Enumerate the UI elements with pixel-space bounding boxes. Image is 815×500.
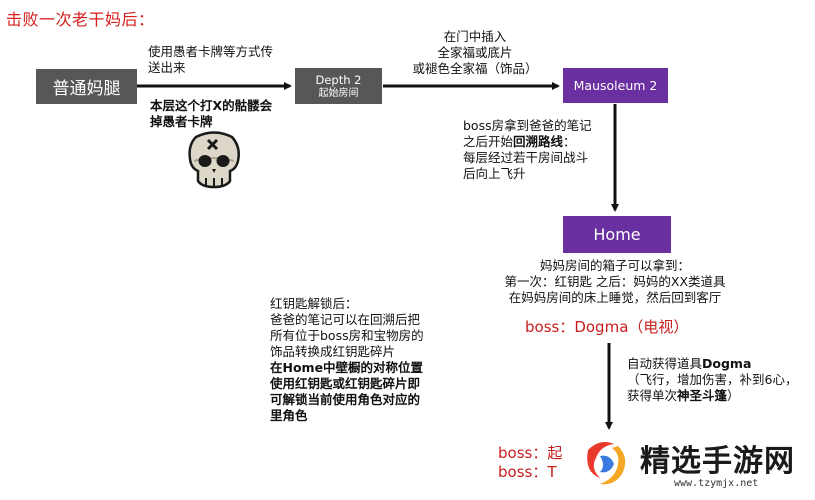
edge-label-depth-to-mausoleum: 在门中插入 全家福或底片 或褪色全家福（饰品）: [400, 29, 550, 77]
auto-item-line: （飞行，增加伤害，补到6心，: [627, 372, 798, 387]
red-key-line: 里角色: [270, 408, 308, 423]
edge-label-line: 在门中插入: [443, 29, 507, 44]
home-note-line: 妈妈房间的箱子可以拿到：: [539, 258, 690, 273]
node-depth2-label: Depth 2: [315, 72, 362, 87]
boss-route-note: boss房拿到爸爸的笔记 之后开始回溯路线： 每层经过若干房间战斗 后向上飞升: [463, 118, 592, 182]
edge-label-line: 或褪色全家福（饰品）: [412, 61, 538, 76]
home-note-line: 在妈妈房间的床上睡觉，然后回到客厅: [508, 290, 722, 305]
edge-label-line: 使用愚者卡牌等方式传: [148, 44, 274, 59]
edge-label-line: 送出来: [148, 60, 186, 75]
boss-route-text: 之后开始: [463, 134, 514, 149]
auto-item-name: Dogma: [702, 356, 752, 371]
watermark-name: 精选手游网: [640, 444, 795, 479]
boss-route-line: boss房拿到爸爸的笔记: [463, 118, 592, 133]
auto-item-prefix: 自动获得道具: [627, 356, 703, 371]
node-depth2-sublabel: 起始房间: [318, 87, 359, 99]
bottom-boss-line: boss：T: [498, 463, 557, 481]
boss-route-highlight: 回溯路线: [513, 134, 564, 149]
bottom-boss-list: boss：起 boss：T: [498, 444, 562, 482]
red-key-line: 使用红钥匙或红钥匙碎片即: [270, 376, 421, 391]
red-key-note: 红钥匙解锁后： 爸爸的笔记可以在回溯后把 所有位于boss房和宝物房的 饰品转换…: [270, 296, 424, 424]
auto-item-text: ）: [727, 388, 740, 403]
edge-label-line: 全家福或底片: [437, 45, 513, 60]
boss-route-line: 每层经过若干房间战斗: [463, 150, 589, 165]
skull-icon: [188, 131, 240, 189]
page-title: 击败一次老干妈后：: [6, 10, 155, 29]
watermark: 精选手游网 www.tzymjx.net: [570, 428, 810, 496]
node-home-label: Home: [593, 225, 641, 244]
boss-route-line: 之后开始回溯路线：: [463, 134, 592, 150]
boss-route-line: 后向上飞升: [463, 166, 526, 181]
home-note: 妈妈房间的箱子可以拿到： 第一次：红钥匙 之后：妈妈的XX类道具 在妈妈房间的床…: [470, 258, 760, 306]
bottom-boss-line: boss：起: [498, 444, 563, 462]
auto-item-line: 获得单次神圣斗篷）: [627, 388, 797, 404]
node-start-label: 普通妈腿: [52, 79, 121, 99]
node-mausoleum-label: Mausoleum 2: [573, 78, 658, 93]
auto-item-text: 获得单次: [627, 388, 678, 403]
red-key-line: 红钥匙解锁后：: [270, 296, 358, 311]
red-key-line: 爸爸的笔记可以在回溯后把: [270, 312, 421, 327]
red-key-line: 在Home中壁橱的对称位置: [270, 360, 424, 375]
red-key-line: 饰品转换成红钥匙碎片: [270, 344, 396, 359]
red-key-line: 可解锁当前使用角色对应的: [270, 392, 421, 407]
auto-item-note: 自动获得道具Dogma （飞行，增加伤害，补到6心， 获得单次神圣斗篷）: [627, 356, 797, 404]
skull-note: 本层这个打X的骷髅会 掉愚者卡牌: [150, 98, 272, 130]
node-depth2: Depth 2 起始房间: [295, 68, 382, 104]
skull-note-line: 本层这个打X的骷髅会: [150, 98, 273, 113]
node-mausoleum: Mausoleum 2: [563, 68, 668, 103]
node-start: 普通妈腿: [36, 69, 137, 104]
node-home: Home: [563, 216, 671, 253]
edge-label-start-to-depth: 使用愚者卡牌等方式传 送出来: [148, 44, 273, 76]
watermark-url: www.tzymjx.net: [674, 478, 759, 489]
auto-item-highlight: 神圣斗篷: [677, 388, 728, 403]
auto-item-line: 自动获得道具Dogma: [627, 356, 797, 372]
boss-dogma: boss：Dogma（电视）: [525, 318, 689, 336]
red-key-line: 所有位于boss房和宝物房的: [270, 328, 424, 343]
skull-note-line: 掉愚者卡牌: [150, 114, 213, 129]
home-note-line: 第一次：红钥匙 之后：妈妈的XX类道具: [504, 274, 726, 289]
boss-route-colon: ：: [563, 134, 576, 149]
watermark-logo-icon: [580, 440, 628, 488]
